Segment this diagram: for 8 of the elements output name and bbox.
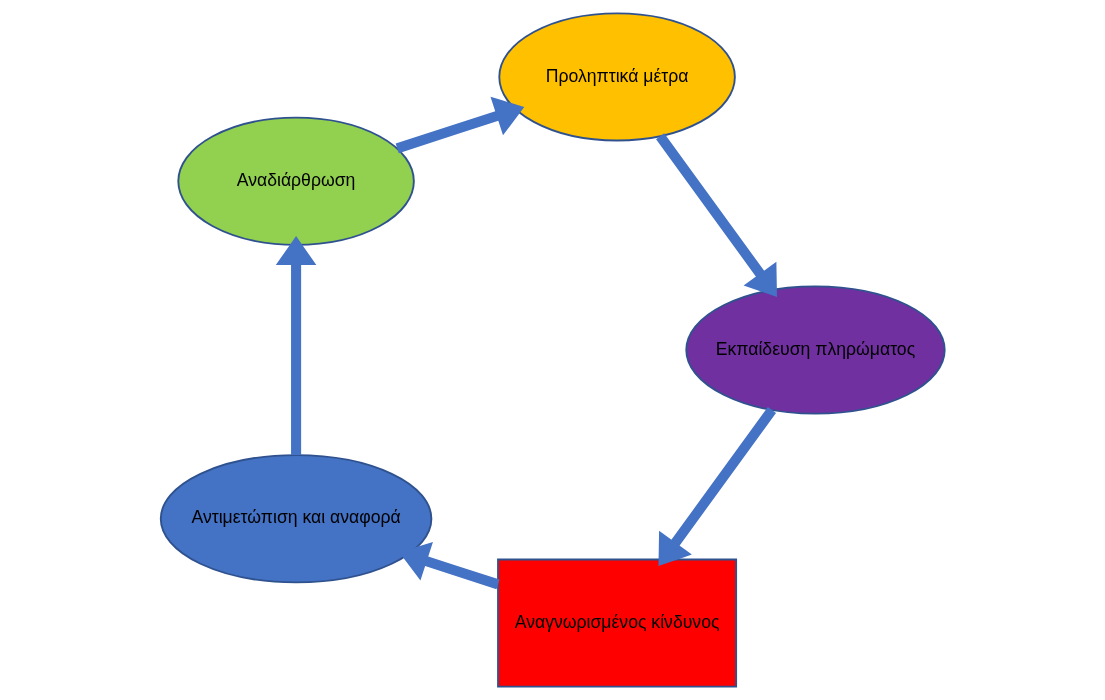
- arrow: [655, 133, 777, 298]
- node-ellipse: Αναδιάρθρωση: [176, 116, 415, 246]
- arrow: [657, 406, 776, 567]
- node-box: Αναγνωρισμένος κίνδυνος: [496, 558, 737, 688]
- node-ellipse: Εκπαίδευση πληρώματος: [684, 285, 946, 415]
- arrow: [275, 236, 316, 455]
- node-ellipse: Προληπτικά μέτρα: [497, 12, 736, 142]
- arrow: [395, 96, 524, 154]
